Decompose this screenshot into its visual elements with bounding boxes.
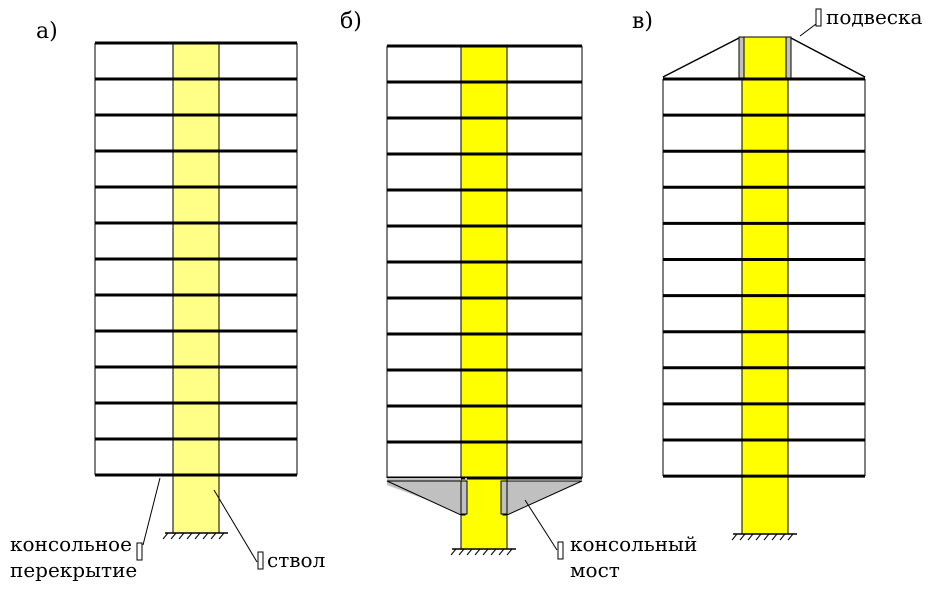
marker-cantilever-slab [136,542,143,561]
suspension-cable-left [662,37,740,78]
panel-a: а) консольное перекрытие ствол [10,19,325,582]
panel-a-ground [162,532,228,540]
bridge-right-post [500,480,508,515]
label-cantilever-bridge-1: консольный [570,532,697,556]
leader-cantilever-slab [142,477,161,546]
marker-cantilever-bridge [557,541,564,560]
suspension-post-right [785,36,792,80]
panel-v-ground [731,533,797,541]
label-suspension: подвеска [826,5,922,29]
suspension-post-left [738,36,745,80]
marker-shaft [257,551,264,570]
marker-suspension [815,8,822,27]
bridge-left-post [460,480,468,515]
suspension-cable-right [790,37,866,78]
panel-a-floors [95,41,297,477]
panel-a-shaft [172,42,220,534]
label-cantilever-bridge-2: мост [570,558,620,582]
panel-v: в) подвеска [632,5,922,541]
panel-v-shaft [741,36,789,535]
label-cantilever-slab-1: консольное [10,532,132,556]
label-shaft: ствол [267,548,325,572]
leader-shaft [213,489,258,563]
panel-b-label: б) [340,9,362,34]
bridge-right [502,480,583,516]
panel-v-floors [663,77,865,478]
panel-a-label: а) [36,19,58,44]
leader-cantilever-bridge [524,499,558,551]
bridge-left [386,480,466,516]
panel-b: б) консольный мост [340,9,697,582]
leader-suspension [799,23,817,37]
panel-v-label: в) [632,9,653,34]
label-cantilever-slab-2: перекрытие [10,558,137,582]
panel-b-ground [450,548,516,556]
panel-b-floors [387,44,582,480]
